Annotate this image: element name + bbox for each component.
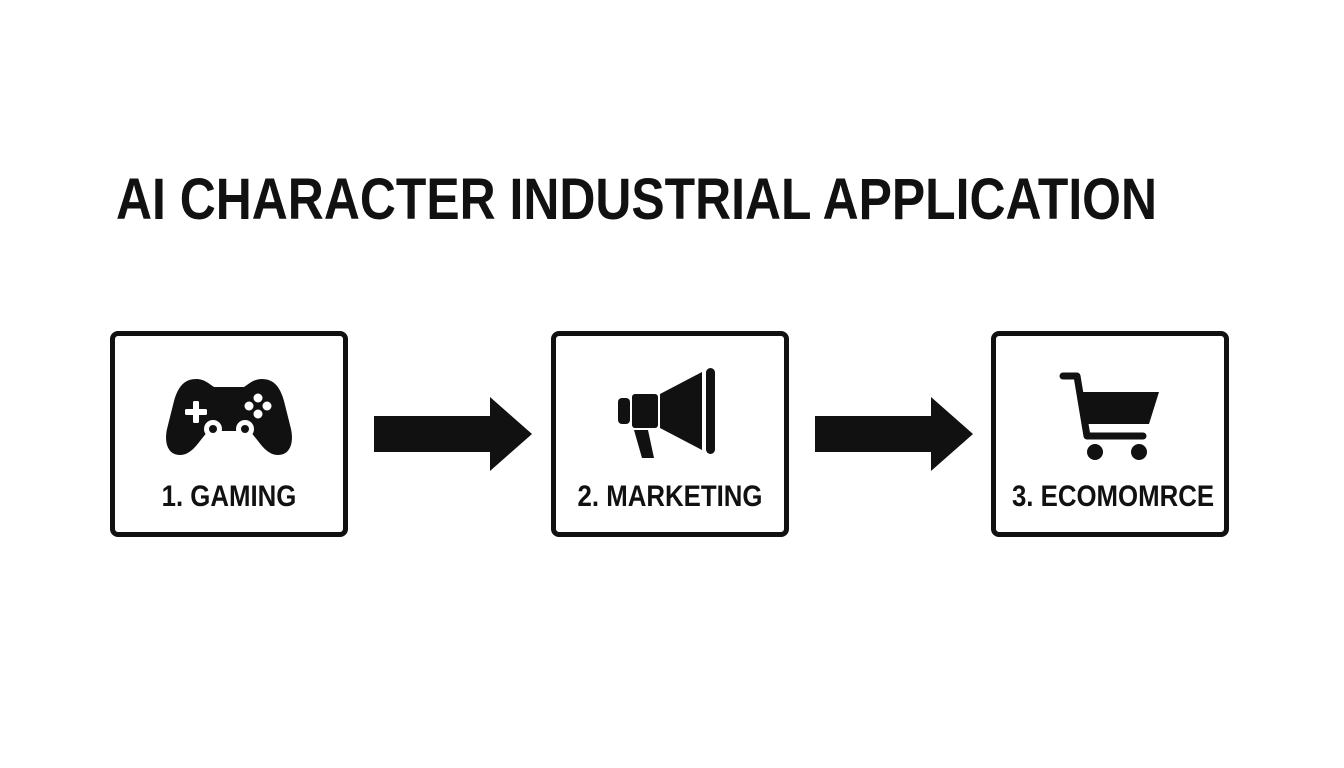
step-gaming: 1. GAMING bbox=[110, 331, 348, 537]
step-marketing: 2. MARKETING bbox=[551, 331, 789, 537]
step-label: 2. MARKETING bbox=[577, 480, 763, 513]
step-label: 3. ECOMOMRCE bbox=[1011, 480, 1215, 513]
diagram-title: AI CHARACTER INDUSTRIAL APPLICATION bbox=[116, 167, 1158, 232]
megaphone-icon bbox=[556, 366, 784, 466]
shopping-cart-icon bbox=[996, 366, 1224, 466]
flow-arrow bbox=[374, 397, 532, 471]
step-label: 1. GAMING bbox=[161, 480, 297, 513]
game-controller-icon bbox=[115, 366, 343, 466]
step-ecommerce: 3. ECOMOMRCE bbox=[991, 331, 1229, 537]
flow-arrow bbox=[815, 397, 973, 471]
